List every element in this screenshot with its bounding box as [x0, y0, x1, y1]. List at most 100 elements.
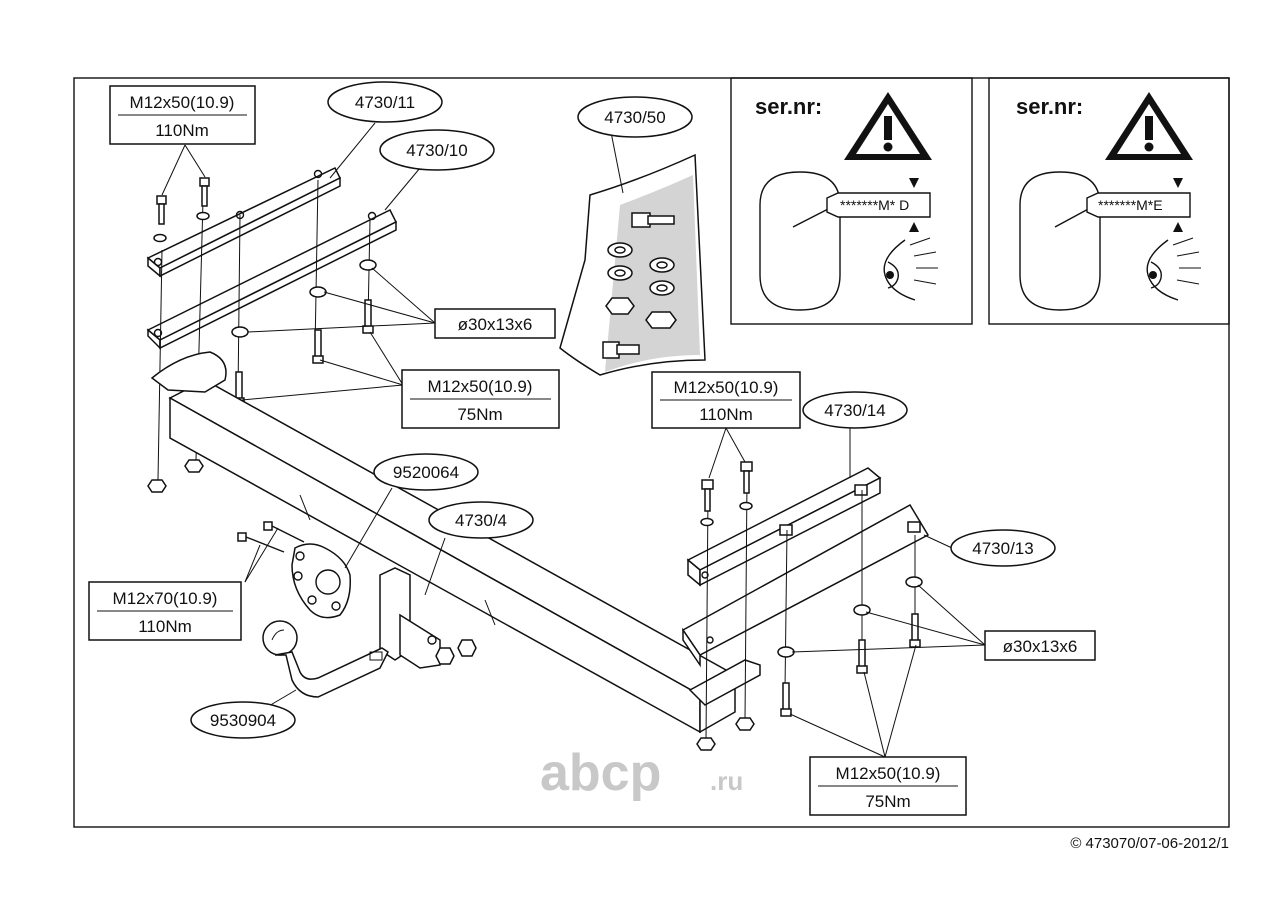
callout-label: 9530904 [210, 711, 276, 730]
callout-9520064 [373, 453, 479, 491]
serial-title-right: ser.nr: [1016, 94, 1083, 119]
bolt-spec-label: M12x50(10.9) [674, 378, 779, 397]
leader-line [917, 584, 986, 646]
washer-spec-left-label: ø30x13x6 [458, 315, 533, 334]
leader-line [609, 126, 624, 194]
ball-mount-plate [379, 567, 477, 669]
bolt [856, 639, 868, 674]
tag-pointer-right [1054, 206, 1093, 228]
watermark-suffix: .ru [710, 766, 743, 796]
leader-line [884, 644, 917, 758]
bolt-spec-mid-left: M12x50(10.9) 75Nm [401, 369, 560, 429]
alignment-line [157, 249, 163, 481]
callout-4730-4 [428, 501, 534, 539]
leader-line [708, 427, 727, 479]
leader-line [424, 537, 446, 596]
callout-label: 4730/11 [355, 93, 415, 112]
nut [696, 737, 716, 751]
callout-4730-14 [802, 391, 908, 429]
serial-panel-left [730, 77, 973, 325]
callout-label: 4730/10 [406, 141, 467, 160]
bracket-4730-14 [686, 467, 882, 587]
washer [309, 286, 327, 298]
callout-4730-10 [379, 129, 495, 171]
copyright-footer: © 473070/07-06-2012/1 [1070, 835, 1229, 852]
washer [153, 233, 167, 243]
callout-4730-13 [950, 529, 1056, 567]
bolt [740, 461, 753, 494]
bolt-spec-label: M12x50(10.9) [130, 93, 235, 112]
leader-line [371, 267, 436, 324]
callout-label: 4730/14 [824, 401, 885, 420]
watermark-main: abcp [540, 744, 661, 802]
hitch-tag-outline-right [1019, 171, 1101, 311]
torque-spec-label: 110Nm [138, 617, 192, 636]
serial-code-box-right [1086, 192, 1191, 218]
eye-icon [1146, 237, 1201, 301]
leader-line [344, 487, 393, 569]
nut [735, 717, 755, 731]
leader-line [789, 713, 886, 758]
washer [739, 501, 753, 511]
washer [905, 576, 923, 588]
nut [147, 479, 167, 493]
serial-code-left: *******M* D [840, 197, 909, 213]
serial-panel-right [988, 77, 1230, 325]
watermark-logo: abcp .ru [540, 744, 743, 802]
coupling-flange [291, 543, 352, 619]
alignment-line [784, 529, 788, 691]
tow-ball [262, 620, 389, 698]
bolt [263, 521, 305, 543]
leader-line [244, 527, 279, 583]
bolt [362, 299, 374, 334]
bolt-spec-label: M12x70(10.9) [113, 589, 218, 608]
washer-spec-right-label: ø30x13x6 [1003, 637, 1078, 656]
bolt [199, 177, 210, 207]
leader-line [384, 167, 421, 211]
leader-line [923, 534, 953, 549]
arrow-up-icon [1173, 222, 1183, 232]
serial-code-right: *******M*E [1098, 197, 1163, 213]
serial-code-box-left [826, 192, 931, 218]
leader-line [791, 644, 986, 653]
warning-icon [844, 92, 932, 160]
diagram-frame [73, 77, 1230, 828]
bolt [701, 479, 714, 512]
callout-4730-50 [577, 96, 693, 138]
washer [196, 211, 210, 221]
bracket-4730-11 [146, 167, 342, 278]
bracket-4730-10 [146, 208, 398, 350]
alignment-line [237, 214, 241, 396]
hardware-bag [559, 153, 706, 376]
washer [700, 517, 714, 527]
bolt [156, 195, 167, 225]
bracket-4730-13 [681, 503, 930, 668]
torque-spec-label: 75Nm [457, 405, 502, 424]
bolt-spec-top-left: M12x50(10.9) 110Nm [109, 85, 256, 145]
torque-spec-label: 75Nm [865, 792, 910, 811]
torque-spec-label: 110Nm [155, 121, 209, 140]
nut [184, 459, 204, 473]
leader-line [725, 427, 746, 463]
warning-icon [1105, 92, 1193, 160]
leader-line [863, 671, 886, 758]
bolt-spec-bottom-right: M12x50(10.9) 75Nm [809, 756, 967, 816]
arrow-down-icon [909, 178, 919, 188]
washer [231, 326, 249, 338]
bolt [780, 682, 792, 717]
washer [777, 646, 795, 658]
washer-spec-left [434, 308, 556, 339]
arrow-up-icon [909, 222, 919, 232]
bolt-spec-bottom-left: M12x70(10.9) 110Nm [88, 581, 242, 641]
leader-line [244, 544, 261, 583]
callout-label: 9520064 [393, 463, 459, 482]
washer [853, 604, 871, 616]
tag-pointer-left [792, 206, 833, 228]
washer [359, 259, 377, 271]
callout-4730-11 [327, 81, 443, 123]
washer-spec-right [984, 630, 1096, 661]
bolt [312, 329, 324, 364]
leader-line [241, 384, 404, 401]
bolt [909, 613, 921, 648]
leader-line [323, 291, 436, 324]
